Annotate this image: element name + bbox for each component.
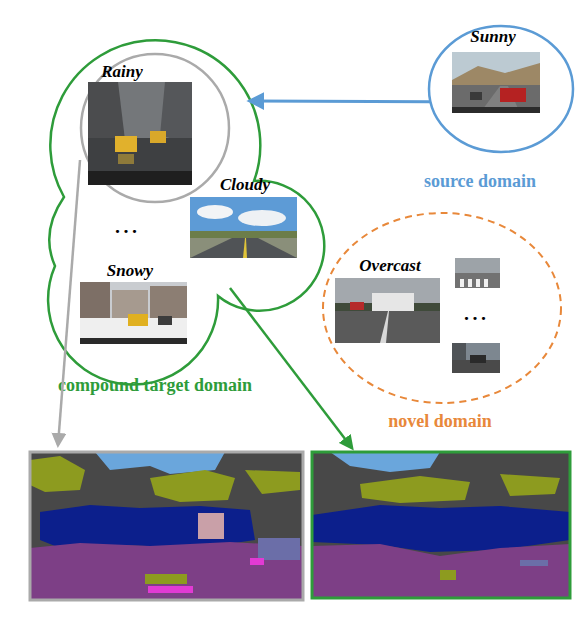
overcast-photo-part [335, 278, 440, 343]
cloudy-photo-part [243, 238, 247, 258]
segmentation-frame [30, 452, 303, 600]
image-title: Rainy [0, 62, 272, 82]
pointer-arrow [230, 288, 352, 448]
overcast-photo-part [335, 311, 440, 343]
overcast-photo-part [380, 311, 389, 343]
novel-thumbnail [455, 258, 500, 288]
segmentation-map-part [250, 558, 264, 565]
overcast-photo [335, 278, 440, 343]
segmentation-map-part [145, 574, 187, 584]
sunny-photo-part [452, 63, 540, 88]
rainy-photo-part [88, 138, 192, 173]
novel-thumbnail-part [470, 355, 486, 363]
segmentation-map-part [245, 470, 300, 494]
snowy-photo-part [80, 282, 187, 344]
segmentation-map-part [520, 560, 548, 566]
cloudy-photo-part [190, 197, 297, 258]
segmentation-map-part [148, 586, 193, 593]
segmentation-map-part [360, 476, 470, 503]
novel-thumbnail-part [476, 279, 480, 287]
domain-arrow [250, 100, 431, 104]
rainy-photo-part [88, 171, 192, 185]
rainy-photo-part [150, 131, 166, 143]
novel-thumbnail-part [455, 258, 500, 288]
segmentation-map-part [30, 452, 303, 600]
domain-ellipse-shape [323, 213, 561, 403]
segmentation-map-part [258, 538, 300, 560]
segmentation-map-part [30, 456, 85, 492]
cloudy-photo-part [238, 210, 286, 226]
sunny-photo [452, 52, 540, 113]
sunny-photo-part [452, 85, 540, 113]
domain-cloud-shape [48, 40, 324, 384]
segmentation-map-part [198, 513, 224, 539]
novel-thumbnail-part [484, 279, 488, 287]
cloudy-photo-part [190, 238, 297, 258]
cloudy-photo-part [197, 205, 233, 219]
segmentation-map-part [500, 474, 560, 496]
segmentation-map-part [440, 570, 456, 580]
novel-thumbnail-part [455, 273, 500, 288]
segmentation-map-part [312, 452, 570, 598]
snowy-photo-part [80, 282, 110, 322]
novel-thumbnail [452, 343, 500, 373]
image-title: Snowy [0, 261, 280, 281]
ellipsis-mark: ••• [0, 222, 277, 242]
sunny-photo-part [452, 107, 540, 113]
sunny-photo-part [452, 52, 540, 113]
segmentation-map-part [40, 505, 255, 548]
sunny-photo-part [470, 92, 482, 100]
novel-thumbnail-part [460, 279, 464, 287]
rainy-photo-part [118, 154, 134, 164]
snowy-photo [80, 282, 187, 344]
image-title: Sunny [343, 27, 584, 47]
segmentation-map [312, 452, 570, 598]
rainy-photo-part [88, 82, 192, 185]
snowy-photo-part [158, 316, 172, 325]
segmentation-map [30, 452, 303, 600]
ellipsis-mark: ••• [326, 309, 584, 329]
novel-thumbnail-part [452, 343, 500, 373]
domain-label: source domain [330, 171, 584, 191]
segmentation-frame [312, 452, 570, 598]
novel-thumbnail-part [468, 279, 472, 287]
cloudy-photo [190, 197, 297, 258]
domain-label: novel domain [290, 411, 584, 431]
rainy-photo [88, 82, 192, 185]
domain-label: compound target domain [5, 375, 305, 395]
segmentation-map-part [150, 470, 235, 502]
overcast-photo-part [350, 302, 364, 310]
snowy-photo-part [80, 338, 187, 344]
overcast-photo-part [372, 293, 414, 313]
rainy-photo-part [115, 136, 137, 152]
sunny-photo-part [500, 88, 526, 102]
cloudy-photo-part [190, 238, 297, 258]
segmentation-map-part [330, 452, 440, 472]
segmentation-map-part [312, 544, 570, 598]
snowy-photo-part [128, 314, 148, 326]
